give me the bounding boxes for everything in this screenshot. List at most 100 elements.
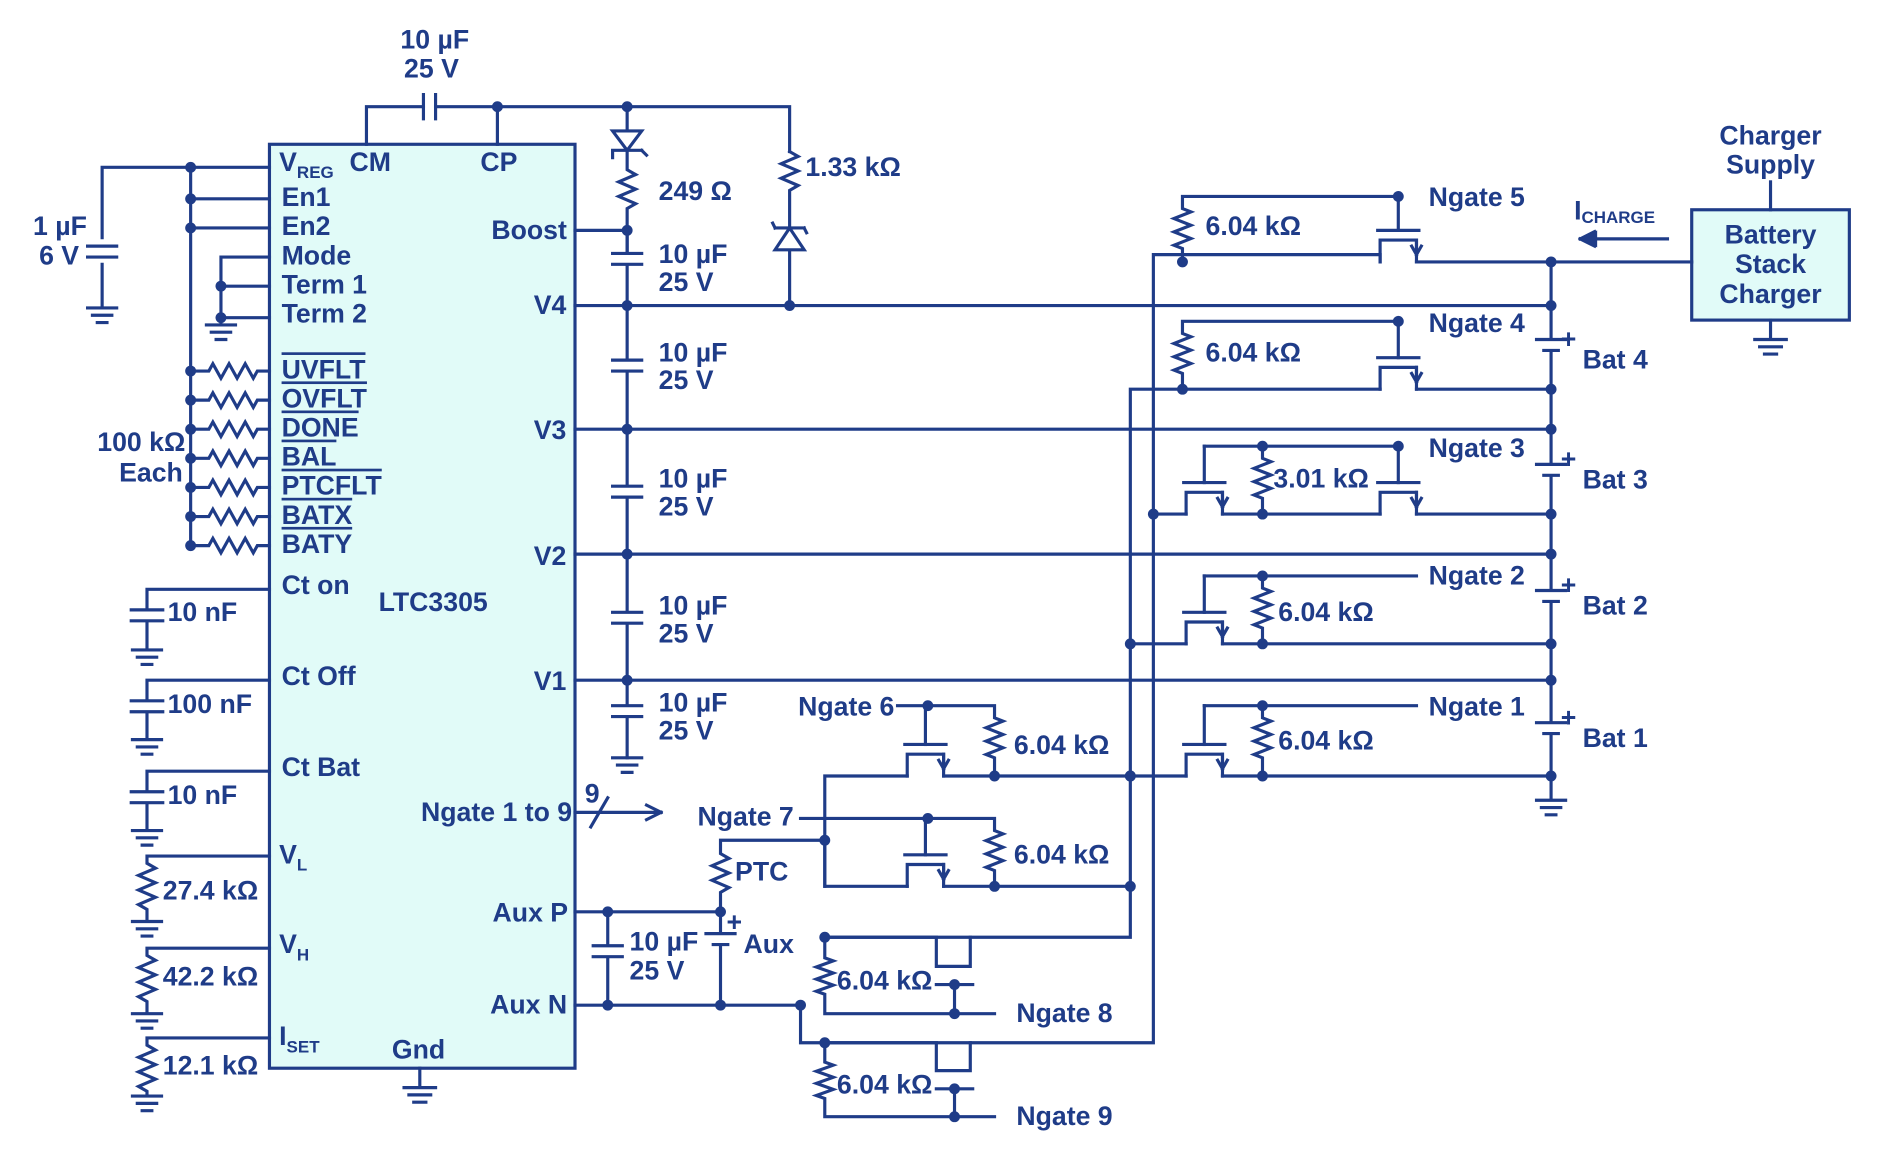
mode-gnd-symbol: [204, 316, 238, 342]
pin-v2: V2: [534, 541, 567, 571]
vl-res-value: 27.4 kΩ: [163, 876, 258, 906]
boost-res-value: 249 Ω: [659, 176, 732, 206]
stack-cap-4-value: 10 µF: [659, 591, 728, 621]
ngate5-source-wire: [823, 253, 1382, 1045]
ngate6-gate-res: [895, 704, 1008, 778]
pullup-resistor: [189, 389, 272, 411]
junction-dot: [1392, 315, 1404, 327]
pin-aux-n: Aux N: [490, 990, 567, 1020]
stack-capacitor: [611, 678, 644, 760]
ngate7-channels: [823, 838, 1132, 888]
iset-res-network: [130, 1036, 272, 1113]
en-pins-wire: [189, 197, 272, 230]
charger-box-line2: Stack: [1735, 249, 1806, 279]
stack-cap-3-value: 10 µF: [659, 463, 728, 493]
vreg-cap-gnd: [86, 306, 119, 325]
ct-on-cap-value: 10 nF: [168, 597, 238, 627]
stack-cap-5-voltage: 25 V: [659, 716, 714, 746]
ptc-label: PTC: [735, 856, 788, 886]
junction-dot: [1147, 508, 1159, 520]
pin-gnd: Gnd: [392, 1035, 445, 1065]
ngate6-channels: [823, 774, 1132, 888]
junction-dot: [949, 979, 960, 991]
zener-res-value: 1.33 kΩ: [805, 152, 900, 182]
ngate3b-channel: [1184, 490, 1225, 516]
stack-cap-gnd: [611, 756, 644, 774]
pin-term2: Term 2: [282, 299, 367, 329]
pullup-resistor: [189, 418, 272, 440]
ngate8-label: Ngate 8: [1016, 998, 1112, 1028]
junction-dot: [491, 101, 503, 113]
aux-bat-plus: +: [727, 907, 743, 937]
junction-dot: [185, 540, 197, 552]
junction-dot: [1545, 674, 1557, 686]
charger-supply-line1: Charger: [1719, 120, 1821, 150]
ngate8-network: [811, 935, 975, 1016]
junction-dot: [1545, 300, 1557, 312]
pin-mode: Mode: [282, 240, 352, 270]
junction-dot: [621, 674, 633, 686]
cm-cp-cap-value: 10 µF: [400, 24, 469, 54]
junction-dot: [185, 481, 197, 493]
ct-bat-cap-value: 10 nF: [168, 780, 238, 810]
pullup-resistor: [189, 447, 272, 469]
pin-boost: Boost: [491, 215, 567, 245]
bat2-plus: +: [1561, 570, 1577, 600]
boost-res: [614, 148, 640, 232]
vh-res-value: 42.2 kΩ: [163, 962, 258, 992]
ngate4-channel: [1378, 365, 1419, 391]
pin-ngate-bus: Ngate 1 to 9: [421, 797, 572, 827]
vreg-rail: [100, 165, 272, 550]
ngate1-res-value: 6.04 kΩ: [1278, 725, 1373, 755]
stack-capacitor: [611, 552, 644, 682]
bat4-label: Bat 4: [1583, 345, 1648, 375]
bat3-label: Bat 3: [1583, 465, 1648, 495]
bat4-plus: +: [1561, 324, 1577, 354]
ngate3a-body-arrow: [1409, 490, 1424, 509]
junction-dot: [1257, 570, 1268, 582]
stack-capacitor: [611, 228, 644, 308]
ngate5-gate-res: [1169, 194, 1400, 264]
ngate-bus-width: 9: [585, 779, 600, 809]
junction-dot: [621, 548, 633, 560]
ngate6-res-value: 6.04 kΩ: [1014, 730, 1109, 760]
pin-en2: En2: [282, 211, 331, 241]
ct-bat-cap-network: [129, 769, 272, 847]
ngate1-body-arrow: [1215, 752, 1230, 771]
ic-right-pin-labels: Boost V4 V3 V2 V1 Ngate 1 to 9 Aux P Aux…: [421, 215, 572, 1020]
ngate3-gate-res: [1202, 444, 1400, 516]
ngate7-gate-res: [798, 816, 1008, 888]
cm-cp-cap-wires: [364, 105, 499, 146]
balancing-mosfet-network: [798, 190, 1568, 1123]
pullup-resistor: [189, 506, 272, 528]
junction-dot: [602, 999, 614, 1011]
bat2-label: Bat 2: [1583, 591, 1648, 621]
ngate3-res-value: 3.01 kΩ: [1273, 463, 1368, 493]
aux-cap-value: 10 µF: [630, 927, 699, 957]
aux-cap-voltage: 25 V: [630, 956, 685, 986]
junction-dot: [1257, 638, 1268, 650]
zener-diode: [770, 220, 809, 308]
bat1-label: Bat 1: [1583, 723, 1648, 753]
ngate2-body-arrow: [1215, 620, 1230, 639]
junction-dot: [1124, 638, 1136, 650]
iset-res-value: 12.1 kΩ: [163, 1050, 258, 1080]
ngate4-body-arrow: [1409, 365, 1424, 385]
pullup-resistor-array: [185, 360, 272, 557]
charger-supply-line2: Supply: [1726, 149, 1815, 179]
boost-diode: [609, 105, 649, 160]
vreg-cap-value: 1 µF: [33, 211, 87, 241]
ngate4-gate-res: [1169, 319, 1400, 391]
junction-dot: [185, 423, 197, 435]
pullup-value: 100 kΩ: [97, 427, 185, 457]
ngate9-label: Ngate 9: [1016, 1101, 1112, 1131]
junction-dot: [1257, 770, 1268, 782]
ngate4-label: Ngate 4: [1429, 308, 1525, 338]
junction-dot: [1545, 548, 1557, 560]
stack-cap-1-voltage: 25 V: [659, 267, 714, 297]
ngate2-label: Ngate 2: [1429, 560, 1525, 590]
pin-v3: V3: [534, 415, 567, 445]
stack-cap-2-voltage: 25 V: [659, 365, 714, 395]
ngate4-source-wire: [823, 387, 1382, 939]
